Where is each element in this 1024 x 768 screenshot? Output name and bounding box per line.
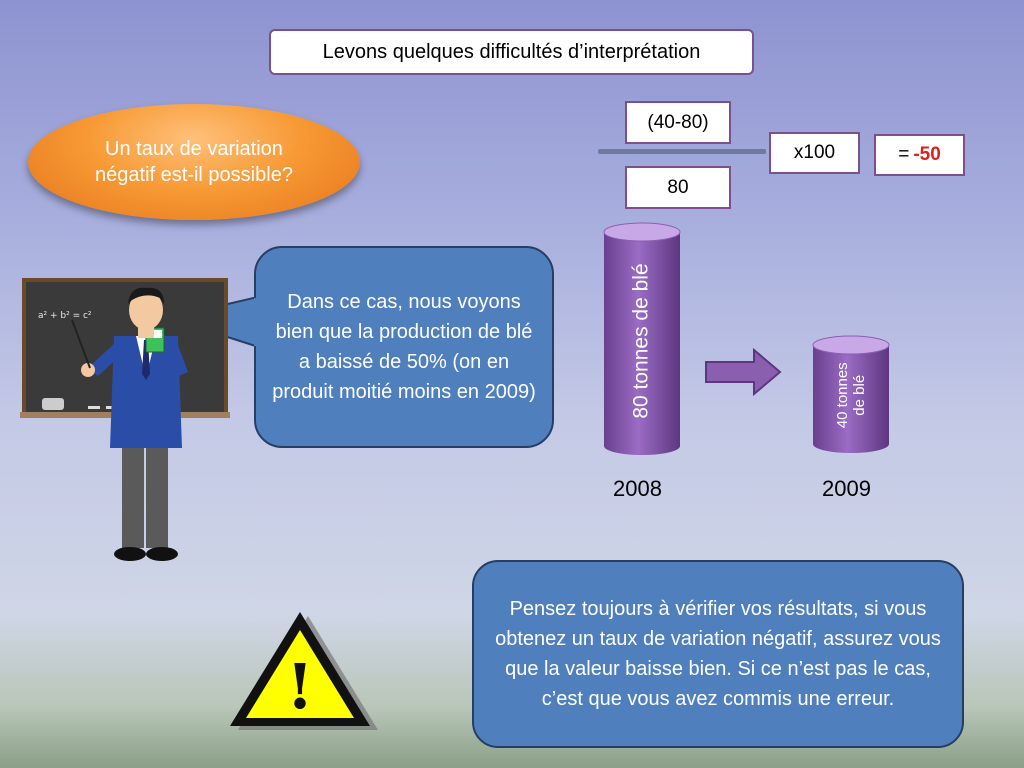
question-bubble: Un taux de variation négatif est-il poss… [28,104,360,220]
speech-text: Dans ce cas, nous voyons bien que la pro… [272,291,536,403]
question-text: Un taux de variation négatif est-il poss… [95,138,293,186]
teacher-illustration: a² + b² = c² [20,278,230,561]
blackboard-formula: a² + b² = c² [38,311,92,321]
right-arrow-icon [705,348,782,396]
formula-result: = -50 [874,134,965,176]
result-prefix: = [898,144,910,165]
year-label-2008: 2008 [613,476,662,501]
warning-icon: ! [230,612,378,730]
formula-numerator: (40-80) [625,101,731,144]
cylinder-2008-label: 80 tonnes de blé [630,263,654,419]
cylinder-2009-label: 40 tonnes de blé [833,362,868,428]
warning-symbol: ! [286,650,313,723]
advice-text: Pensez toujours à vérifier vos résultats… [495,598,941,710]
speech-bubble: Dans ce cas, nous voyons bien que la pro… [254,246,554,448]
result-value: -50 [913,144,941,165]
formula-multiplier: x100 [769,132,860,174]
year-label-2009: 2009 [822,476,871,501]
advice-box: Pensez toujours à vérifier vos résultats… [472,560,964,748]
slide-title: Levons quelques difficultés d’interpréta… [269,29,754,75]
bubble-tail-cover [254,298,264,346]
formula-denominator: 80 [625,166,731,209]
fraction-line [598,149,766,154]
